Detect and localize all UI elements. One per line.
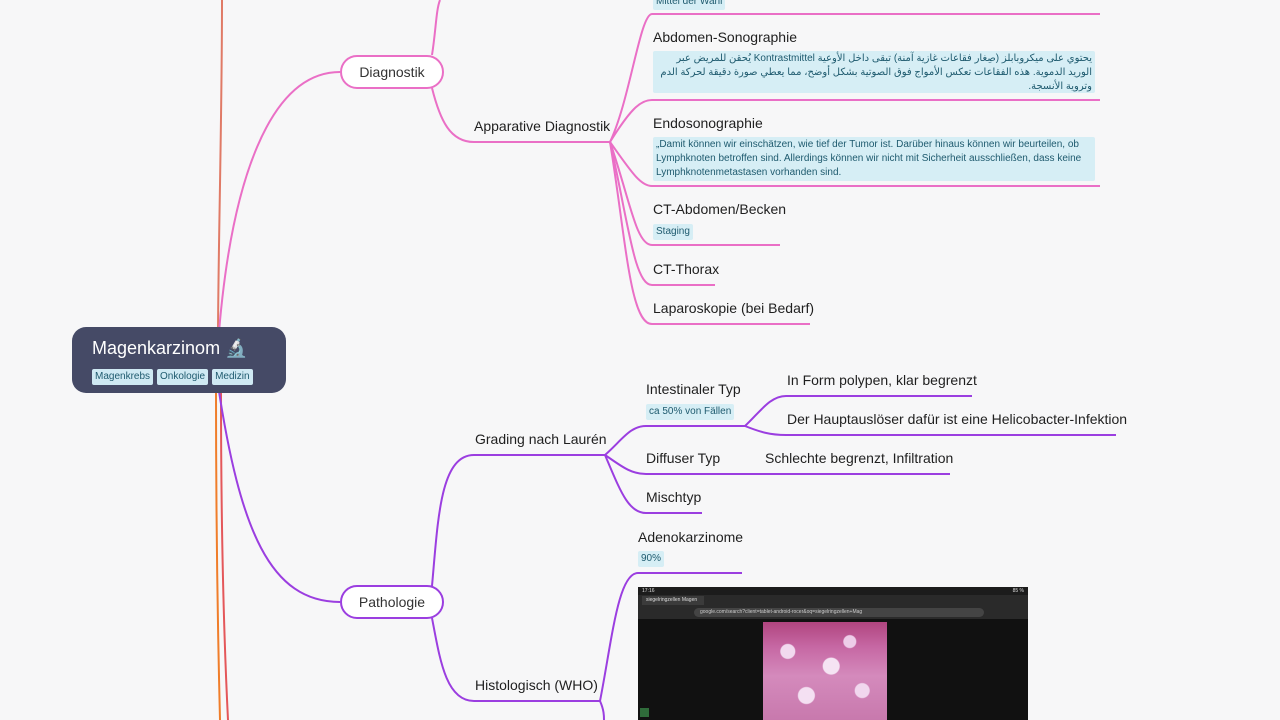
node-pathologie[interactable]: Pathologie [340,585,444,619]
embedded-green-button [640,708,649,717]
branch-line-orange [215,389,221,720]
embedded-screenshot[interactable]: 17:16 85 % siegelringzellen Magen google… [638,587,1028,720]
node-pathologie-label: Pathologie [358,594,426,610]
root-tag: Magenkrebs [92,369,154,385]
note-endosonographie: „Damit können wir einschätzen, wie tief … [653,137,1095,181]
embedded-status-bar: 17:16 85 % [638,587,1028,595]
node-ct-thorax[interactable]: CT-Thorax [653,261,720,277]
node-polypen[interactable]: In Form polypen, klar begrenzt [787,372,977,388]
node-adenokarzinome[interactable]: Adenokarzinome [638,529,744,545]
histology-image [763,622,887,720]
branch-line-diffus [604,454,760,475]
root-tag: Medizin [212,369,253,385]
tag-adeno-percent: 90% [638,551,665,567]
node-diagnostik-label: Diagnostik [359,64,425,80]
embedded-address-bar: google.com/search?client=tablet-android-… [638,605,1028,619]
branch-line-misch [604,454,702,514]
embedded-battery: 85 % [1012,588,1024,594]
node-histologisch-who[interactable]: Histologisch (WHO) [475,677,598,693]
root-tags: Magenkrebs Onkologie Medizin [92,369,253,385]
root-node[interactable]: Magenkarzinom 🔬 Magenkrebs Onkologie Med… [72,327,286,393]
root-title-row: Magenkarzinom 🔬 [92,337,248,359]
branch-line-ct-thorax [609,141,715,286]
node-diagnostik[interactable]: Diagnostik [340,55,444,89]
branch-line-abdomen [609,99,1100,143]
tag-staging: Staging [653,224,693,240]
branch-line-intestinal [604,425,745,456]
branch-line-diag-apparative [431,87,475,143]
branch-line-polypen [744,395,972,427]
node-apparative-diagnostik[interactable]: Apparative Diagnostik [474,118,611,134]
microscope-icon: 🔬 [225,338,248,358]
branch-line-histo-down [599,700,605,720]
embedded-time: 17:16 [642,588,655,594]
node-laparoskopie[interactable]: Laparoskopie (bei Bedarf) [653,300,815,316]
node-intestinaler-typ[interactable]: Intestinaler Typ [646,381,741,397]
root-tag: Onkologie [157,369,209,385]
branch-line-path-grading [431,454,475,587]
node-diffuser-typ[interactable]: Diffuser Typ [646,450,721,466]
branch-line-top [609,13,1100,143]
embedded-url: google.com/search?client=tablet-android-… [694,608,984,617]
node-abdomen-sonographie[interactable]: Abdomen-Sonographie [653,29,797,45]
branch-line-laparoskopie [609,141,810,325]
branch-line-helico [744,425,1116,436]
branch-line-endo [609,141,1100,187]
branch-line-path-histo [431,617,475,702]
branch-line-red-upper [217,0,223,341]
branch-line-ct-abdomen [609,141,780,246]
branch-line-adeno [599,572,742,702]
root-title: Magenkarzinom [92,338,221,358]
note-mittel-der-wahl: Mittel der Wahl [653,0,726,10]
embedded-tab-bar: siegelringzellen Magen [638,595,1028,605]
branch-line-pathologie [217,384,341,603]
branch-line-red-lower [220,389,229,720]
node-endosonographie[interactable]: Endosonographie [653,115,763,131]
note-abdomen-sonographie: يحتوي على ميكروبابلز (صِغار فقاعات غازية… [653,51,1095,93]
branch-line-diagnostik [217,71,341,346]
node-mischtyp[interactable]: Mischtyp [646,489,702,505]
node-schlechte-begrenzt[interactable]: Schlechte begrenzt, Infiltration [765,450,954,466]
tag-intestinal-percent: ca 50% von Fällen [646,404,735,420]
node-ct-abdomen-becken[interactable]: CT-Abdomen/Becken [653,201,787,217]
node-helicobacter[interactable]: Der Hauptauslöser dafür ist eine Helicob… [787,411,1128,427]
branch-line-diag-up [431,0,441,56]
embedded-tab: siegelringzellen Magen [642,596,704,605]
node-grading-lauren[interactable]: Grading nach Laurén [475,431,607,447]
